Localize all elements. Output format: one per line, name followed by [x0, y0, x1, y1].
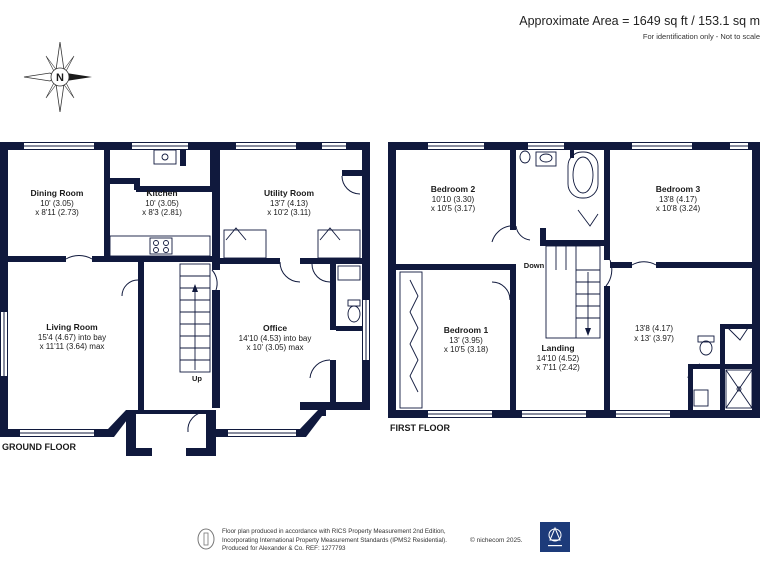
room-name-living-room: Living Room [46, 322, 98, 332]
room-dims-landing-1: 14'10 (4.52) [537, 354, 580, 363]
identification-note: For identification only - Not to scale [642, 32, 760, 41]
footer-brand: © nichecom 2025. [470, 537, 523, 544]
approximate-area: Approximate Area = 1649 sq ft / 153.1 sq… [519, 14, 760, 28]
room-name-office: Office [263, 323, 287, 333]
room-dims-dining-room-2: x 8'11 (2.73) [35, 208, 79, 217]
room-dims-kitchen-2: x 8'3 (2.81) [142, 208, 182, 217]
stair-label-down: Down [524, 261, 545, 270]
room-name-kitchen: Kitchen [146, 188, 177, 198]
room-dims-principal-2: x 13' (3.97) [634, 334, 674, 343]
compass-letter: N [56, 72, 64, 84]
footer-line-2: Incorporating International Property Mea… [222, 536, 447, 544]
room-name-bedroom-1: Bedroom 1 [444, 325, 489, 335]
room-name-dining-room: Dining Room [31, 188, 84, 198]
room-dims-principal-1: 13'8 (4.17) [635, 324, 673, 333]
ground-floor-plan: Dining Room 10' (3.05) x 8'11 (2.73) Kit… [0, 142, 370, 456]
room-dims-bedroom-1-1: 13' (3.95) [449, 336, 483, 345]
room-dims-utility-room-2: x 10'2 (3.11) [267, 208, 311, 217]
first-floor-label: FIRST FLOOR [390, 423, 450, 433]
room-name-bedroom-3: Bedroom 3 [656, 184, 701, 194]
room-dims-office-1: 14'10 (4.53) into bay [239, 334, 312, 343]
footer-text: Floor plan produced in accordance with R… [222, 528, 447, 554]
room-dims-bedroom-3-2: x 10'8 (3.24) [656, 204, 701, 213]
room-dims-office-2: x 10' (3.05) max [246, 343, 303, 352]
compass-icon: N [23, 42, 92, 112]
first-floor-plan: Bedroom 2 10'10 (3.30) x 10'5 (3.17) Bed… [388, 142, 760, 433]
room-dims-dining-room-1: 10' (3.05) [40, 199, 74, 208]
room-dims-bedroom-2-2: x 10'5 (3.17) [431, 204, 476, 213]
room-dims-kitchen-1: 10' (3.05) [145, 199, 179, 208]
room-dims-landing-2: x 7'11 (2.42) [536, 363, 580, 372]
room-dims-bedroom-3-1: 13'8 (4.17) [659, 195, 697, 204]
footer-line-1: Floor plan produced in accordance with R… [222, 528, 446, 535]
ground-floor-label: GROUND FLOOR [2, 442, 76, 452]
stair-label-up: Up [192, 374, 202, 383]
company-logo [540, 522, 570, 552]
room-dims-bedroom-2-1: 10'10 (3.30) [432, 195, 475, 204]
measurement-icon [197, 528, 215, 550]
room-dims-living-room-1: 15'4 (4.67) into bay [38, 333, 106, 342]
room-dims-bedroom-1-2: x 10'5 (3.18) [444, 345, 489, 354]
room-name-landing: Landing [541, 343, 574, 353]
room-dims-utility-room-1: 13'7 (4.13) [270, 199, 308, 208]
room-name-bedroom-2: Bedroom 2 [431, 184, 476, 194]
footer-line-3: Produced for Alexander & Co. REF: 127779… [222, 545, 346, 552]
room-dims-living-room-2: x 11'11 (3.64) max [40, 342, 105, 351]
room-name-utility-room: Utility Room [264, 188, 314, 198]
